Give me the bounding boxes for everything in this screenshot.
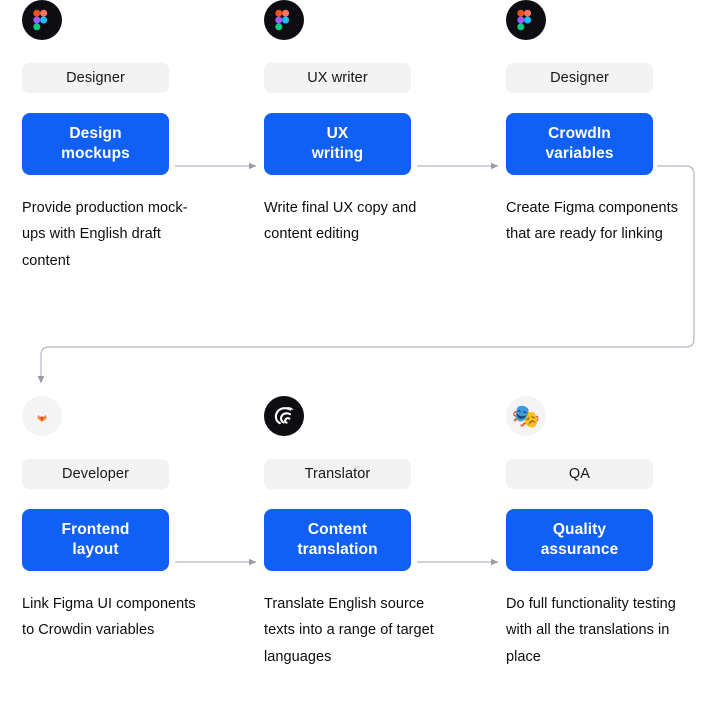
figma-icon [506,0,546,40]
role-label-text: UX writer [307,70,368,86]
step-title-line-1: Design [69,124,122,142]
step-title-line-2: assurance [540,541,619,558]
role-label-developer: Developer [22,459,169,489]
step-description: Do full functionality testing with all t… [506,596,676,665]
step-title-line-1: CrowdIn [548,124,611,142]
workflow-step-design-mockups: Designer Design mockups Provide producti… [22,0,264,274]
workflow-step-ux-writing: UX writer UX writing Write final UX copy… [264,0,506,248]
step-title-line-1: Content [307,520,368,538]
step-description: Create Figma components that are ready f… [506,200,679,243]
role-label-text: Developer [62,466,129,482]
gitlab-icon [22,396,62,436]
step-title-line-1: UX [326,124,349,142]
step-title-line-1: Quality [552,520,607,538]
step-button-frontend-layout[interactable]: Frontend layout [22,509,169,571]
role-label-text: Translator [304,466,371,482]
figma-icon [22,0,62,40]
step-title-line-2: variables [545,145,614,162]
step-title-line-2: layout [72,541,119,558]
step-button-quality-assurance[interactable]: Quality assurance [506,509,653,571]
role-label-text: QA [568,466,591,482]
role-label-text: Designer [550,70,609,86]
step-button-design-mockups[interactable]: Design mockups [22,113,169,175]
role-label-translator: Translator [264,459,411,489]
step-description: Translate English source texts into a ra… [264,596,434,665]
workflow-step-frontend-layout: Developer Frontend layout Link Figma UI … [22,396,264,644]
step-title-line-2: writing [311,145,364,162]
step-description: Write final UX copy and content editing [264,200,417,243]
workflow-step-quality-assurance: 🎭 QA Quality assurance Do full functiona… [506,396,720,670]
workflow-step-crowdin-variables: Designer CrowdIn variables Create Figma … [506,0,720,248]
step-description: Link Figma UI components to Crowdin vari… [22,596,196,639]
theater-masks-glyph: 🎭 [511,402,541,429]
step-title-line-2: mockups [61,145,130,162]
step-button-ux-writing[interactable]: UX writing [264,113,411,175]
figma-icon [264,0,304,40]
step-description: Provide production mock-ups with English… [22,200,188,269]
role-label-designer: Designer [506,63,653,93]
role-label-text: Designer [66,70,125,86]
role-label-designer: Designer [22,63,169,93]
workflow-step-content-translation: Translator Content translation Translate… [264,396,506,670]
theater-masks-icon: 🎭 [506,396,546,436]
crowdin-icon [264,396,304,436]
step-button-content-translation[interactable]: Content translation [264,509,411,571]
role-label-ux-writer: UX writer [264,63,411,93]
step-title-line-1: Frontend [61,520,130,538]
step-button-crowdin-variables[interactable]: CrowdIn variables [506,113,653,175]
role-label-qa: QA [506,459,653,489]
step-title-line-2: translation [297,541,378,558]
